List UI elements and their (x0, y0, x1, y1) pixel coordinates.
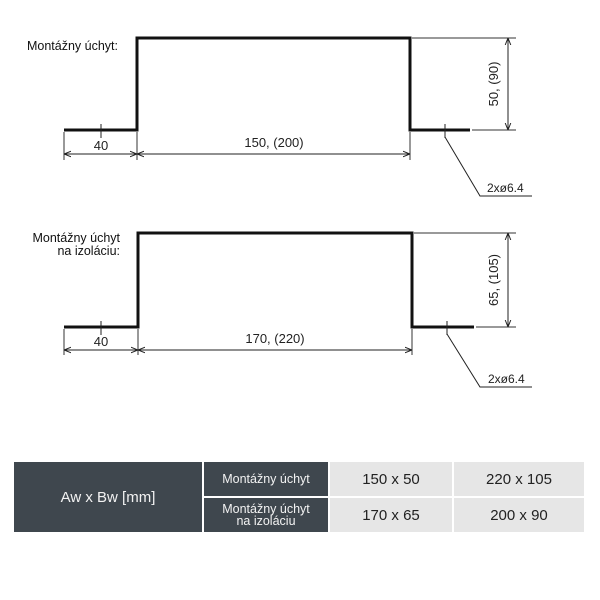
diagram1-dim-height-text: 50, (90) (486, 62, 501, 107)
diagram2-label-line1: Montážny úchyt (32, 231, 120, 245)
diagram2-dim-height-text: 65, (105) (486, 254, 501, 306)
diagram1: 40 150, (200) 50, (90) 2xø6.4 (63, 36, 532, 197)
diagram1-label: Montážny úchyt: (26, 39, 118, 53)
table-row2-label: Montážny úchyt na izoláciu (204, 498, 328, 532)
diagram2-label: Montážny úchyt na izoláciu: (6, 232, 120, 258)
table-row2-label-line2: na izoláciu (236, 514, 296, 528)
diagram1-hole-text: 2xø6.4 (487, 181, 524, 195)
table-row1-cell1: 150 x 50 (330, 462, 452, 496)
table-row2-cell2: 200 x 90 (454, 498, 584, 532)
diagram1-hole-leader (444, 136, 532, 197)
diagram1-dim-left-text: 40 (94, 138, 108, 153)
diagram1-profile (64, 36, 470, 132)
diagram2: 40 170, (220) 65, (105) 2xø6.4 (63, 231, 532, 388)
table-row1-label: Montážny úchyt (204, 462, 328, 496)
diagram2-hole-leader (446, 333, 532, 388)
table-row1-label-line1: Montážny úchyt (222, 472, 310, 486)
table-row1-cell2: 220 x 105 (454, 462, 584, 496)
diagram2-dim-left-text: 40 (94, 334, 108, 349)
diagram2-dim-width-text: 170, (220) (245, 331, 304, 346)
diagram1-dim-width-text: 150, (200) (244, 135, 303, 150)
diagram2-hole-text: 2xø6.4 (488, 372, 525, 386)
table-row2-label-line1: Montážny úchyt (222, 502, 310, 516)
diagram2-label-line2: na izoláciu: (57, 244, 120, 258)
table-row2-cell1: 170 x 65 (330, 498, 452, 532)
diagram2-profile (64, 231, 474, 329)
table-header: Aw x Bw [mm] (14, 462, 202, 532)
